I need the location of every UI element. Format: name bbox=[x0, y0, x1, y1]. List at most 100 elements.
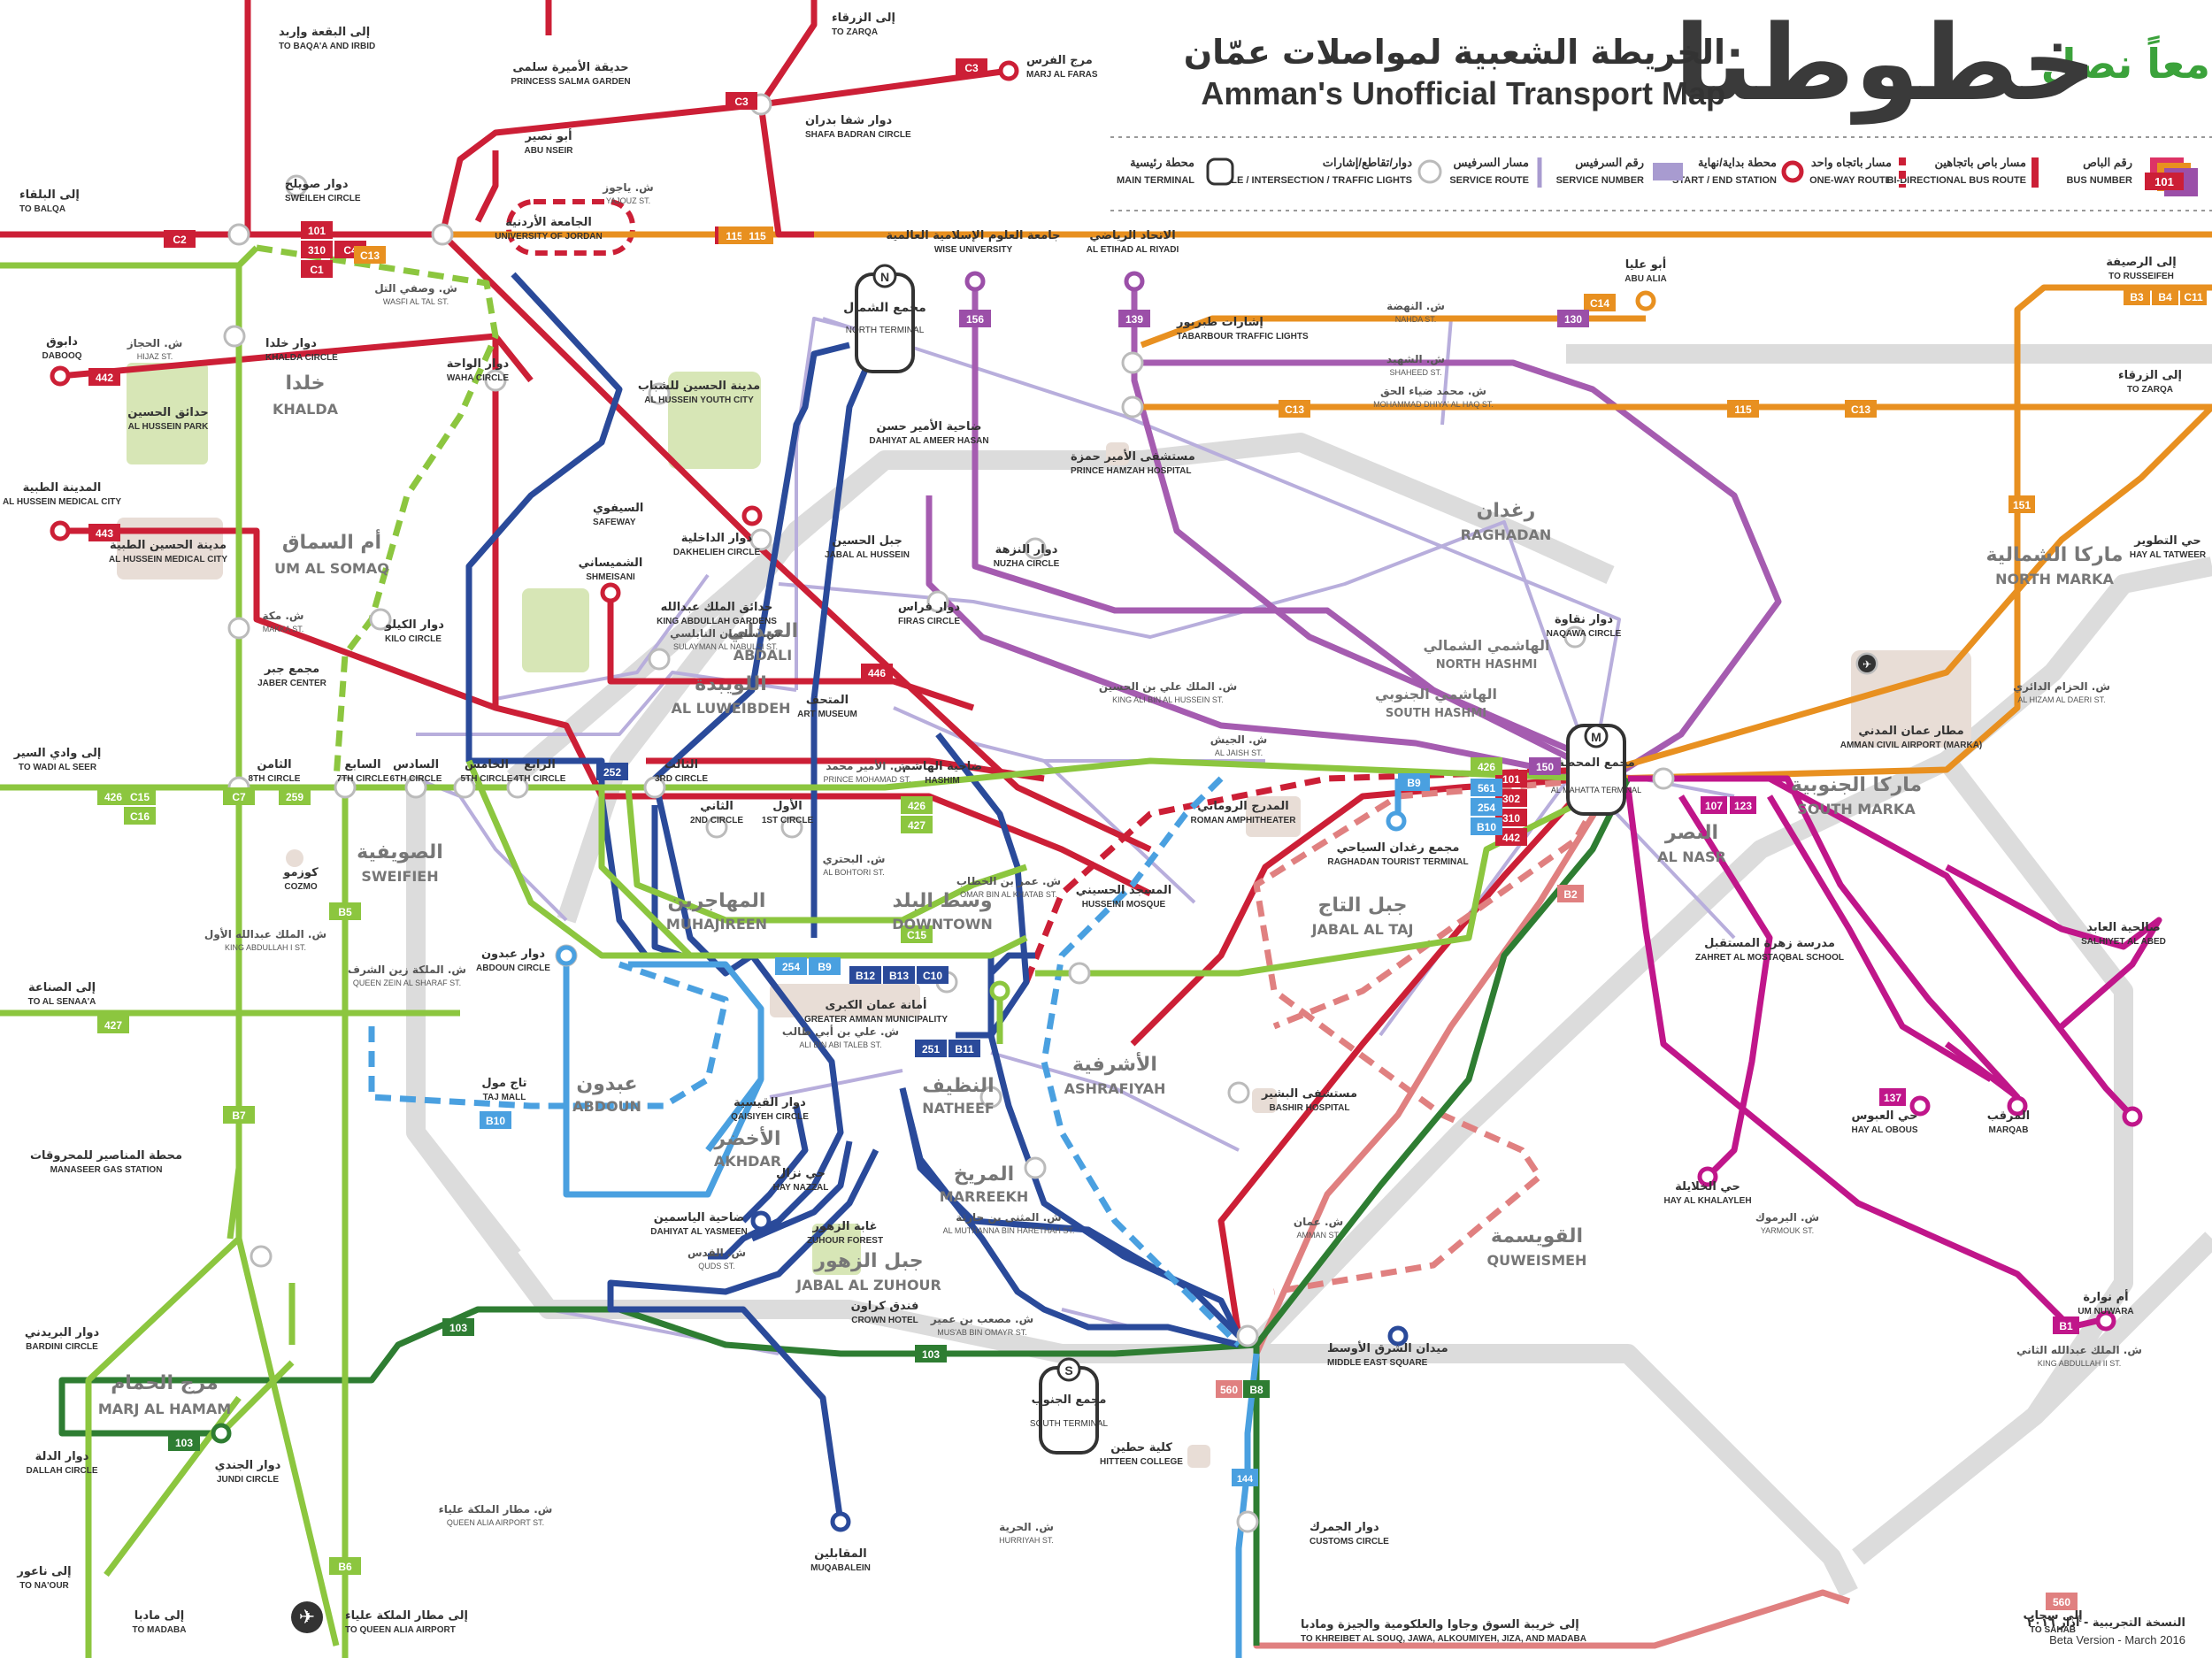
station-label-ar: السادس bbox=[393, 758, 439, 771]
district-ar: الأخضر bbox=[713, 1125, 780, 1150]
station-label-en: UNIVERSITY OF JORDAN bbox=[495, 232, 603, 242]
mahatta-terminal-id: M bbox=[1591, 730, 1601, 744]
marka-airport-icon: ✈ bbox=[1858, 655, 1876, 672]
station-label-ar: المسجد الحسيني bbox=[1076, 884, 1171, 897]
north-terminal-ar: مجمع الشمال bbox=[843, 301, 926, 315]
south-terminal-ar: مجمع الجنوب bbox=[1032, 1393, 1107, 1407]
mahatta-terminal-ar: مجمع المحطة bbox=[1557, 756, 1635, 770]
station-label-ar: غابة الزهور bbox=[811, 1220, 877, 1233]
station-label-en: MUQABALEIN bbox=[810, 1563, 871, 1573]
station-label-en: SHAFA BADRAN CIRCLE bbox=[805, 130, 911, 140]
street-label-ar: ش. النهضة bbox=[1386, 300, 1445, 312]
district-ar: الهاشمي الجنوبي bbox=[1375, 686, 1497, 703]
badge-259: 259 bbox=[286, 791, 303, 803]
station-label-ar: أبو نصير bbox=[524, 128, 572, 143]
legend-en-3: START / END STATION bbox=[1672, 175, 1777, 186]
legend-ar-3: محطة بداية/نهاية bbox=[1698, 156, 1777, 170]
badge-151: 151 bbox=[2013, 499, 2031, 511]
title-ar: الخريطة الشعبية لمواصلات عمّان bbox=[1184, 33, 1725, 72]
station-label-ar: السابع bbox=[344, 758, 380, 771]
badge-C10: C10 bbox=[923, 970, 942, 982]
district-en: NORTH HASHMI bbox=[1436, 658, 1538, 672]
district-en: NATHEEF bbox=[922, 1100, 995, 1117]
station-label-ar: الثاني bbox=[700, 800, 733, 813]
badge-B9-m: B9 bbox=[1407, 777, 1421, 789]
station-label-ar: مطار عمان المدني bbox=[1858, 725, 1963, 738]
badge-C16: C16 bbox=[130, 810, 150, 823]
badge-C1: C1 bbox=[310, 264, 324, 276]
district-en: SOUTH MARKA bbox=[1797, 801, 1916, 817]
district-en: AL LUWEIBDEH bbox=[671, 700, 790, 717]
station-label-en: 2ND CIRCLE bbox=[690, 816, 743, 825]
street-label-ar: ش. مصعب بن عمير bbox=[930, 1313, 1033, 1325]
station-label-ar: إلى البقعة وإربد bbox=[279, 26, 370, 39]
station-label-en: FIRAS CIRCLE bbox=[898, 617, 960, 626]
legend-ar-4: رقم السرفيس bbox=[1575, 156, 1644, 170]
mahatta-terminal-en: AL MAHATTA TERMINAL bbox=[1551, 786, 1641, 794]
station-label-ar: دوار الدلة bbox=[35, 1450, 89, 1463]
district-en: AKHDAR bbox=[714, 1153, 781, 1170]
station-label-en: SALHIYET AL ABED bbox=[2081, 937, 2166, 947]
station-label-ar: إلى الرصيفة bbox=[2106, 256, 2177, 269]
station-label-ar: جامعة العلوم الإسلامية العالمية bbox=[886, 229, 1060, 242]
district-en: SWEIFIEH bbox=[361, 868, 438, 885]
street-label-ar: ش. الشهيد bbox=[1386, 353, 1445, 365]
street-label-en: PRINCE MOHAMAD ST. bbox=[823, 775, 910, 784]
badge-C15-d: C15 bbox=[907, 929, 926, 941]
badge-B1: B1 bbox=[2059, 1320, 2073, 1332]
district-en: RAGHADAN bbox=[1461, 526, 1552, 543]
district-ar: خلدا bbox=[285, 372, 325, 395]
badge-115-b: 115 bbox=[749, 230, 766, 242]
station-label-en: GREATER AMMAN MUNICIPALITY bbox=[804, 1015, 948, 1025]
station-label-ar: ميدان الشرق الأوسط bbox=[1327, 1340, 1448, 1355]
station-label-en: HAY AL TATWEER bbox=[2130, 550, 2207, 560]
green-routes bbox=[0, 245, 1612, 1658]
badge-B3: B3 bbox=[2130, 291, 2144, 303]
district-en: JABAL AL TAJ bbox=[1311, 921, 1414, 938]
station-label-en: PRINCESS SALMA GARDEN bbox=[511, 77, 630, 87]
end-stations bbox=[50, 60, 2143, 1532]
station-label-ar: دوار شفا بدران bbox=[805, 114, 893, 127]
station-label-en: DABOOQ bbox=[42, 351, 82, 361]
north-terminal-en: NORTH TERMINAL bbox=[846, 326, 925, 335]
station-label-en: AL HUSSEIN YOUTH CITY bbox=[644, 395, 754, 405]
street-label-ar: ش. الملك علي بن الحسين bbox=[1099, 680, 1237, 693]
station-label-ar: دوار نقاوة bbox=[1555, 613, 1613, 626]
badge-446: 446 bbox=[868, 667, 886, 679]
street-label-en: AL JAISH ST. bbox=[1215, 748, 1263, 757]
south-terminal[interactable]: S مجمع الجنوب SOUTH TERMINAL bbox=[1030, 1357, 1109, 1455]
station-label-ar: دوار الكيلو bbox=[384, 618, 444, 632]
street-label-ar: ش. الحزام الدائري bbox=[2013, 680, 2110, 694]
station-label-ar: الثالث bbox=[664, 758, 698, 771]
station-label-ar: أم نوارة bbox=[2083, 1289, 2128, 1304]
station-label-en: TO KHREIBET AL SOUQ, JAWA, ALKOUMIYEH, J… bbox=[1301, 1634, 1586, 1644]
station-label-ar: دوار عبدون bbox=[481, 948, 545, 961]
legend-ar-6: دوار/تقاطع/إشارات bbox=[1323, 156, 1412, 170]
street-label-ar: ش. عمر بن الخطاب bbox=[956, 875, 1061, 887]
badge-103-b: 103 bbox=[922, 1348, 940, 1361]
badge-B10: B10 bbox=[486, 1115, 505, 1127]
ring-roads bbox=[406, 344, 2212, 1597]
station-label-en: TO BALQA bbox=[19, 204, 65, 214]
station-label-ar: دوار صويلح bbox=[285, 178, 349, 191]
station-label-en: TO MADABA bbox=[133, 1625, 187, 1635]
street-label-en: NAHDA ST. bbox=[1395, 315, 1437, 324]
badge-302-m: 302 bbox=[1502, 793, 1520, 805]
district-ar: العبدلي bbox=[727, 620, 798, 642]
badge-310-m: 310 bbox=[1502, 812, 1520, 825]
district-ar: المريخ bbox=[954, 1163, 1014, 1186]
station-label-en: ART MUSEUM bbox=[797, 710, 857, 719]
badge-442: 442 bbox=[96, 372, 113, 384]
station-label-ar: ضاحية الأمير حسن bbox=[877, 418, 982, 434]
legend-en-0: BUS NUMBER bbox=[2066, 175, 2132, 186]
north-terminal[interactable]: N مجمع الشمال NORTH TERMINAL bbox=[843, 264, 926, 373]
mahatta-terminal[interactable]: M مجمع المحطة AL MAHATTA TERMINAL bbox=[1551, 724, 1641, 816]
station-label-en: 8TH CIRCLE bbox=[249, 774, 301, 784]
station-label-en: KILO CIRCLE bbox=[385, 634, 442, 644]
legend: 101 رقم الباص BUS NUMBER مسار باص باتجاه… bbox=[1110, 136, 2212, 211]
station-label-en: 7TH CIRCLE bbox=[337, 774, 389, 784]
badge-426: 426 bbox=[104, 791, 122, 803]
station-label-en: MIDDLE EAST SQUARE bbox=[1327, 1358, 1428, 1368]
